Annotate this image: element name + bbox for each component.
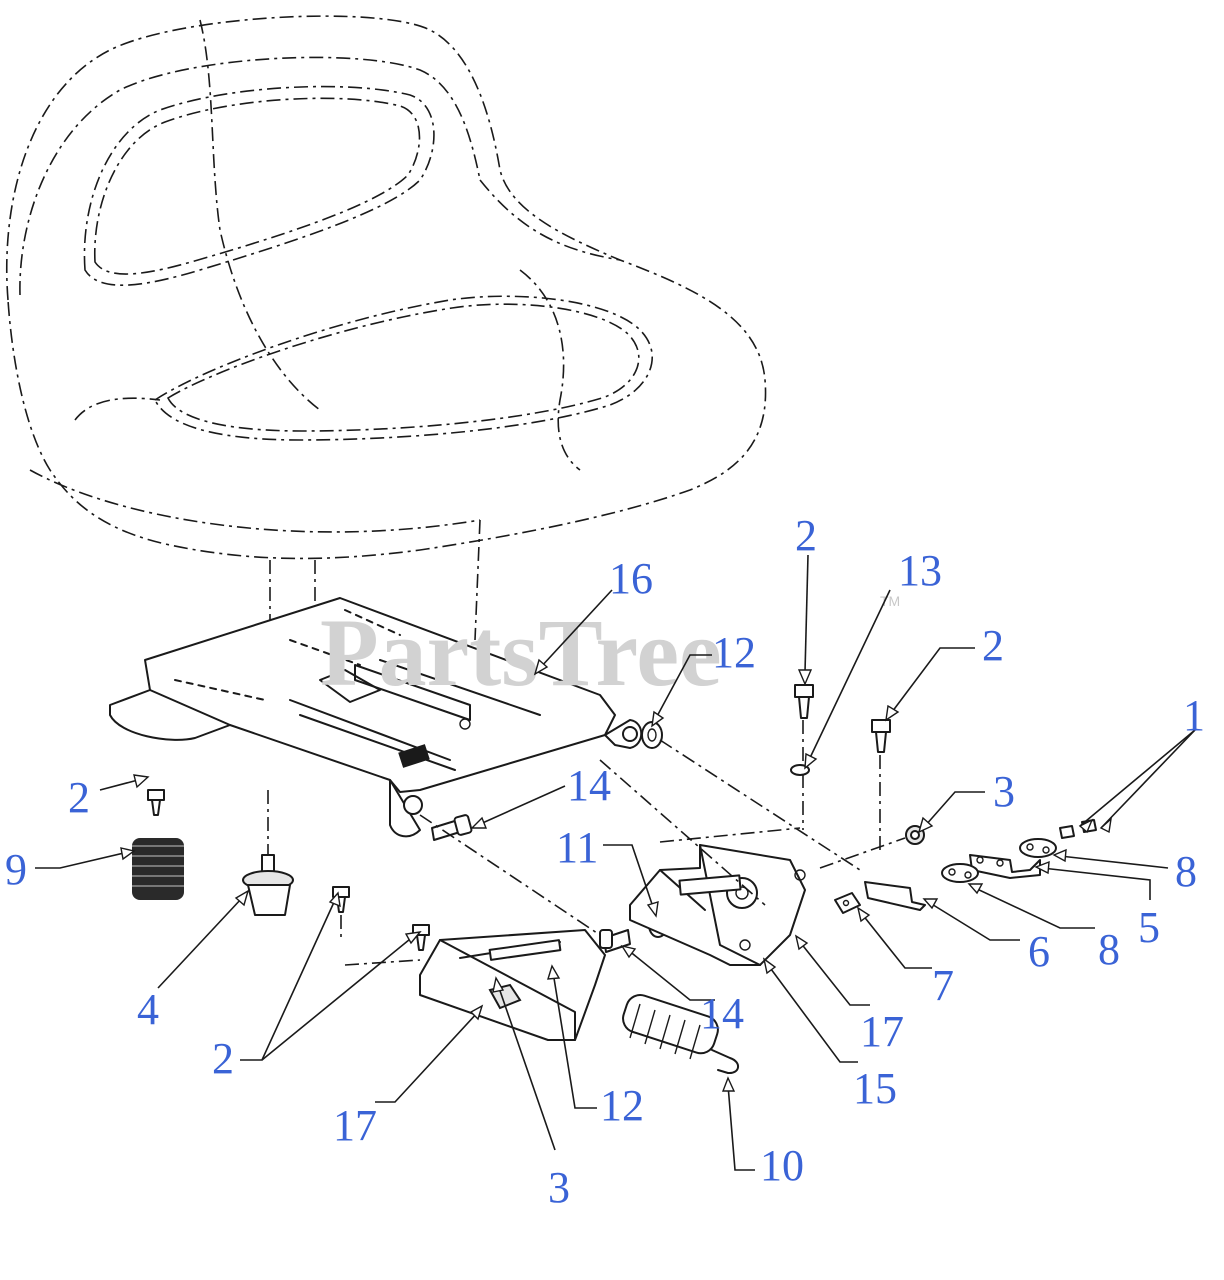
callout-label: 8 (1175, 847, 1197, 896)
callout-8-right: 8 (1052, 847, 1197, 896)
callout-6: 6 (922, 898, 1050, 976)
callout-label: 5 (1138, 903, 1160, 952)
seat-bumper (242, 790, 294, 916)
callout-label: 14 (700, 989, 744, 1038)
callout-label: 2 (68, 773, 90, 822)
callout-15: 15 (762, 957, 897, 1113)
callout-17-right: 17 (794, 934, 904, 1056)
callout-label: 8 (1098, 925, 1120, 974)
callout-8-lower: 8 (967, 883, 1120, 974)
callout-17-left: 17 (333, 1004, 484, 1150)
pins (431, 814, 631, 953)
seat-outline (5, 15, 767, 665)
seat-spring (132, 838, 184, 900)
flange-bolts (147, 684, 891, 966)
callout-4: 4 (137, 889, 250, 1034)
callout-label: 2 (795, 511, 817, 560)
callout-label: 14 (567, 761, 611, 810)
watermark-trademark: TM (880, 593, 900, 609)
callout-label: 1 (1183, 691, 1205, 740)
callout-label: 3 (993, 767, 1015, 816)
bolt-right (871, 719, 891, 753)
callout-3-bottom: 3 (492, 976, 570, 1212)
callout-label: 2 (212, 1034, 234, 1083)
callout-10: 10 (721, 1076, 804, 1190)
callout-7: 7 (856, 906, 954, 1010)
callout-13: 13 (804, 546, 942, 770)
small-brackets (834, 819, 1097, 914)
callout-14-bottom: 14 (620, 944, 744, 1038)
callout-2-left: 2 (68, 773, 150, 822)
callout-2-right: 2 (885, 621, 1004, 722)
callout-12-top: 12 (651, 628, 756, 728)
bolt-top (794, 684, 814, 719)
callout-label: 16 (609, 554, 653, 603)
seat-pan (109, 597, 643, 838)
callout-14-top: 14 (470, 761, 611, 829)
callout-label: 6 (1028, 927, 1050, 976)
pivot-bracket-left (419, 929, 606, 1041)
pivot-bracket-right (629, 844, 806, 966)
callout-label: 3 (548, 1163, 570, 1212)
callout-label: 17 (860, 1007, 904, 1056)
callout-label: 9 (5, 845, 27, 894)
callout-5: 5 (1034, 860, 1160, 952)
bolt-bracket (412, 924, 430, 951)
watermark-text: PartsTree (320, 599, 722, 706)
callout-2-top: 2 (795, 511, 817, 686)
callout-label: 7 (932, 961, 954, 1010)
extension-spring (622, 994, 739, 1075)
callout-label: 4 (137, 985, 159, 1034)
callout-label: 13 (898, 546, 942, 595)
callout-label: 11 (556, 823, 598, 872)
callout-2-bottom: 2 (212, 891, 422, 1083)
callout-label: 10 (760, 1141, 804, 1190)
callout-11: 11 (556, 823, 659, 918)
callout-label: 17 (333, 1101, 377, 1150)
callout-label: 2 (982, 621, 1004, 670)
assembly-lines (419, 739, 906, 936)
callout-1: 1 (1078, 691, 1205, 834)
callout-label: 12 (712, 628, 756, 677)
bolt-left (147, 789, 165, 816)
callout-label: 12 (600, 1081, 644, 1130)
callout-label: 15 (853, 1064, 897, 1113)
callout-3-right: 3 (917, 767, 1015, 834)
callout-9: 9 (5, 845, 136, 894)
callout-16: 16 (533, 554, 653, 676)
callout-12-bottom: 12 (547, 964, 644, 1130)
